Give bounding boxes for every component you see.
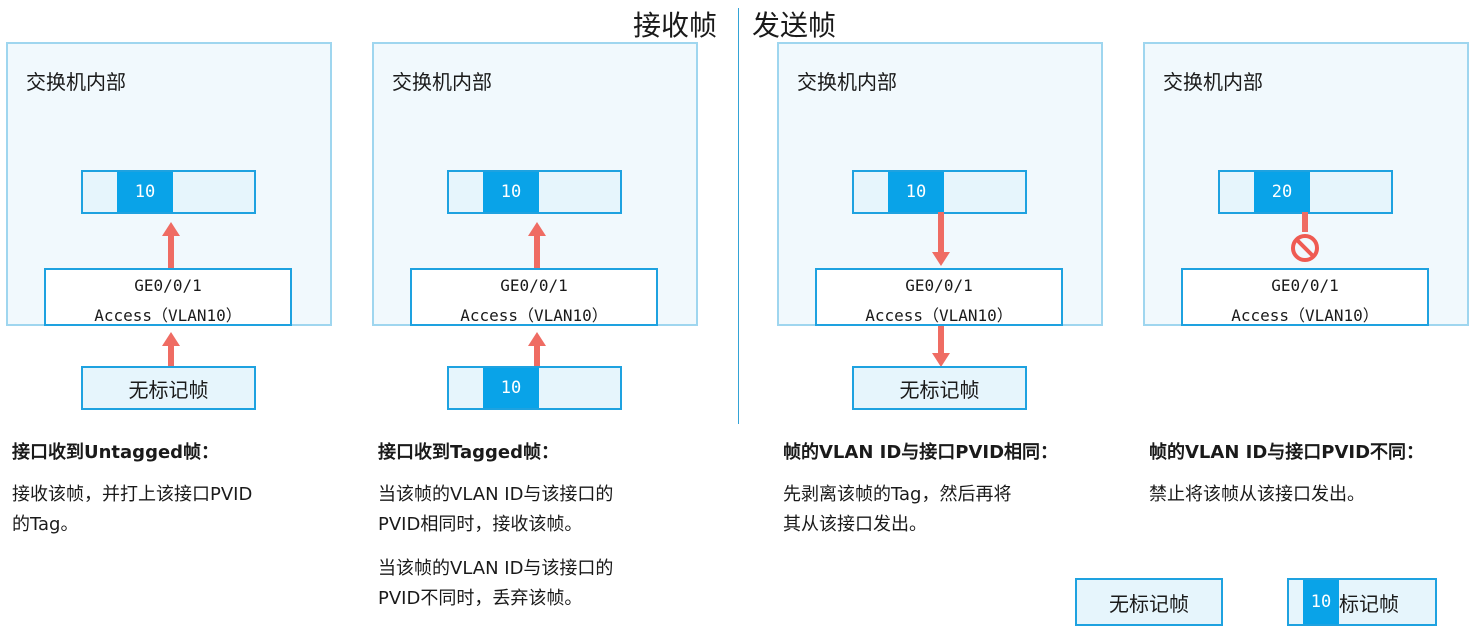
port-box-2: GE0/0/1 Access（VLAN10）	[410, 268, 658, 326]
panel-title: 交换机内部	[392, 70, 492, 94]
vlan-tag: 10	[483, 368, 539, 408]
prohibited-icon	[1291, 212, 1319, 262]
port-box-4: GE0/0/1 Access（VLAN10）	[1181, 268, 1429, 326]
panel-title: 交换机内部	[1163, 70, 1263, 94]
legend-tagged-label: 标记帧	[1339, 591, 1399, 616]
vlan-frame-top-2: 10	[447, 170, 622, 214]
desc-text-3: 先剥离该帧的Tag，然后再将 其从该接口发出。	[783, 484, 1012, 535]
panel-title: 交换机内部	[26, 70, 126, 94]
port-mode: Access（VLAN10）	[94, 306, 242, 325]
header-receive: 接收帧	[633, 9, 718, 42]
section-divider	[738, 8, 739, 424]
up-arrow-icon	[162, 332, 180, 367]
up-arrow-icon	[162, 222, 180, 268]
port-name: GE0/0/1	[1271, 276, 1339, 295]
desc-text-2: 当该帧的VLAN ID与该接口的 PVID相同时，接收该帧。 当该帧的VLAN …	[378, 484, 614, 609]
panel-title: 交换机内部	[797, 70, 897, 94]
tagged-frame-2: 10	[447, 366, 622, 410]
vlan-frame-top-1: 10	[81, 170, 256, 214]
desc-text-1: 接收该帧，并打上该接口PVID 的Tag。	[12, 484, 253, 535]
vlan-tag: 10	[483, 172, 539, 212]
desc-title-1: 接口收到Untagged帧：	[12, 442, 220, 463]
vlan-tag: 10	[117, 172, 173, 212]
down-arrow-icon	[932, 326, 950, 367]
vlan-frame-top-4: 20	[1218, 170, 1393, 214]
desc-title-4: 帧的VLAN ID与接口PVID不同：	[1149, 442, 1425, 463]
up-arrow-icon	[528, 222, 546, 268]
port-box-1: GE0/0/1 Access（VLAN10）	[44, 268, 292, 326]
header-send: 发送帧	[752, 9, 837, 42]
port-mode: Access（VLAN10）	[865, 306, 1013, 325]
vlan-tag: 20	[1254, 172, 1310, 212]
port-box-3: GE0/0/1 Access（VLAN10）	[815, 268, 1063, 326]
port-mode: Access（VLAN10）	[1231, 306, 1379, 325]
desc-title-2: 接口收到Tagged帧：	[378, 442, 559, 463]
legend-tagged-frame: 10 标记帧	[1287, 578, 1437, 626]
port-name: GE0/0/1	[905, 276, 973, 295]
legend-untagged-frame: 无标记帧	[1075, 578, 1223, 626]
up-arrow-icon	[528, 332, 546, 367]
port-mode: Access（VLAN10）	[460, 306, 608, 325]
down-arrow-icon	[932, 212, 950, 266]
untagged-frame-1: 无标记帧	[81, 366, 256, 410]
desc-text-4: 禁止将该帧从该接口发出。	[1149, 484, 1365, 505]
untagged-frame-3: 无标记帧	[852, 366, 1027, 410]
vlan-frame-top-3: 10	[852, 170, 1027, 214]
port-name: GE0/0/1	[500, 276, 568, 295]
vlan-tag: 10	[1303, 580, 1339, 624]
vlan-tag: 10	[888, 172, 944, 212]
port-name: GE0/0/1	[134, 276, 202, 295]
desc-title-3: 帧的VLAN ID与接口PVID相同：	[783, 442, 1059, 463]
